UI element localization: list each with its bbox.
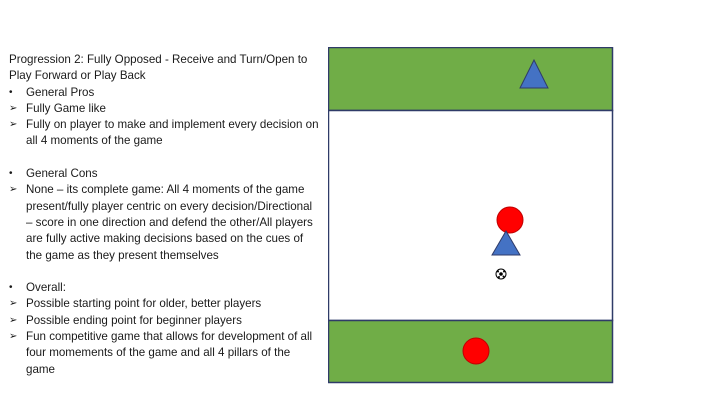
bullet-icon: • <box>9 86 13 98</box>
overall-item: ➢ Possible ending point for beginner pla… <box>9 313 321 329</box>
bullet-icon: • <box>9 168 13 180</box>
overall-item-text: Fun competitive game that allows for dev… <box>26 330 313 376</box>
arrow-bullet-icon: ➢ <box>9 331 18 343</box>
cons-heading: General Cons <box>26 167 98 181</box>
red-player-circle <box>496 206 524 234</box>
arrow-bullet-icon: ➢ <box>9 184 18 196</box>
pros-heading: General Pros <box>26 85 95 99</box>
pros-heading-item: • General Pros <box>9 85 321 101</box>
cons-item-text: None – its complete game: All 4 moments … <box>26 183 313 262</box>
arrow-bullet-icon: ➢ <box>9 298 18 310</box>
pros-item-text: Fully Game like <box>26 101 106 115</box>
overall-heading: Overall: <box>26 281 66 295</box>
cons-item: ➢ None – its complete game: All 4 moment… <box>9 182 321 263</box>
field-area <box>328 109 614 322</box>
arrow-bullet-icon: ➢ <box>9 119 18 131</box>
overall-item-text: Possible starting point for older, bette… <box>26 297 262 311</box>
red-player-circle-bottom <box>462 337 490 365</box>
blue-player-triangle-top <box>519 58 549 89</box>
cons-heading-item: • General Cons <box>9 166 321 182</box>
pros-item-text: Fully on player to make and implement ev… <box>26 118 319 148</box>
top-end-zone <box>328 47 614 112</box>
overall-item-text: Possible ending point for beginner playe… <box>26 313 242 327</box>
overall-item: ➢ Possible starting point for older, bet… <box>9 296 321 312</box>
bullet-icon: • <box>9 282 13 294</box>
arrow-bullet-icon: ➢ <box>9 102 18 114</box>
pros-item: ➢ Fully on player to make and implement … <box>9 117 321 150</box>
slide-title: Progression 2: Fully Opposed - Receive a… <box>9 53 308 83</box>
overall-heading-item: • Overall: <box>9 280 321 296</box>
arrow-bullet-icon: ➢ <box>9 314 18 326</box>
overall-item: ➢ Fun competitive game that allows for d… <box>9 329 321 378</box>
blue-player-triangle <box>491 230 521 256</box>
pros-item: ➢ Fully Game like <box>9 101 321 117</box>
spacer <box>9 150 321 166</box>
pitch-diagram <box>328 47 614 384</box>
soccer-ball-icon <box>495 268 507 280</box>
spacer <box>9 264 321 280</box>
slide-text: Progression 2: Fully Opposed - Receive a… <box>9 52 321 378</box>
